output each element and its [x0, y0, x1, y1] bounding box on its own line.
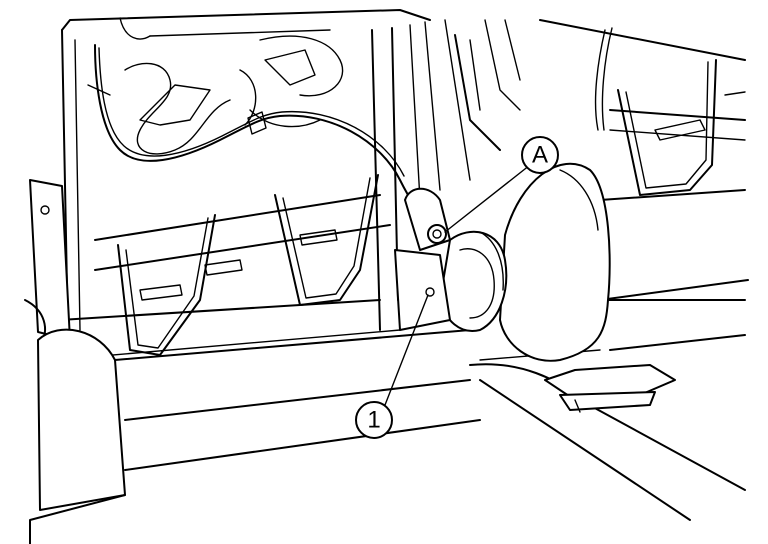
guide-wire-left	[117, 214, 216, 356]
recliner-mechanism	[394, 162, 611, 362]
seat-track	[544, 364, 676, 413]
callout-a: A	[444, 136, 559, 233]
seatback-frame	[61, 9, 431, 341]
guide-wire-middle	[274, 174, 379, 306]
left-bracket	[24, 179, 71, 346]
callout-1-label: 1	[367, 407, 380, 434]
wire-harness	[87, 27, 613, 226]
guide-wire-right	[617, 59, 717, 196]
callout-a-label: A	[532, 142, 548, 169]
right-frame	[539, 19, 746, 301]
cross-bar	[54, 194, 401, 361]
callout-1: 1	[355, 294, 429, 439]
